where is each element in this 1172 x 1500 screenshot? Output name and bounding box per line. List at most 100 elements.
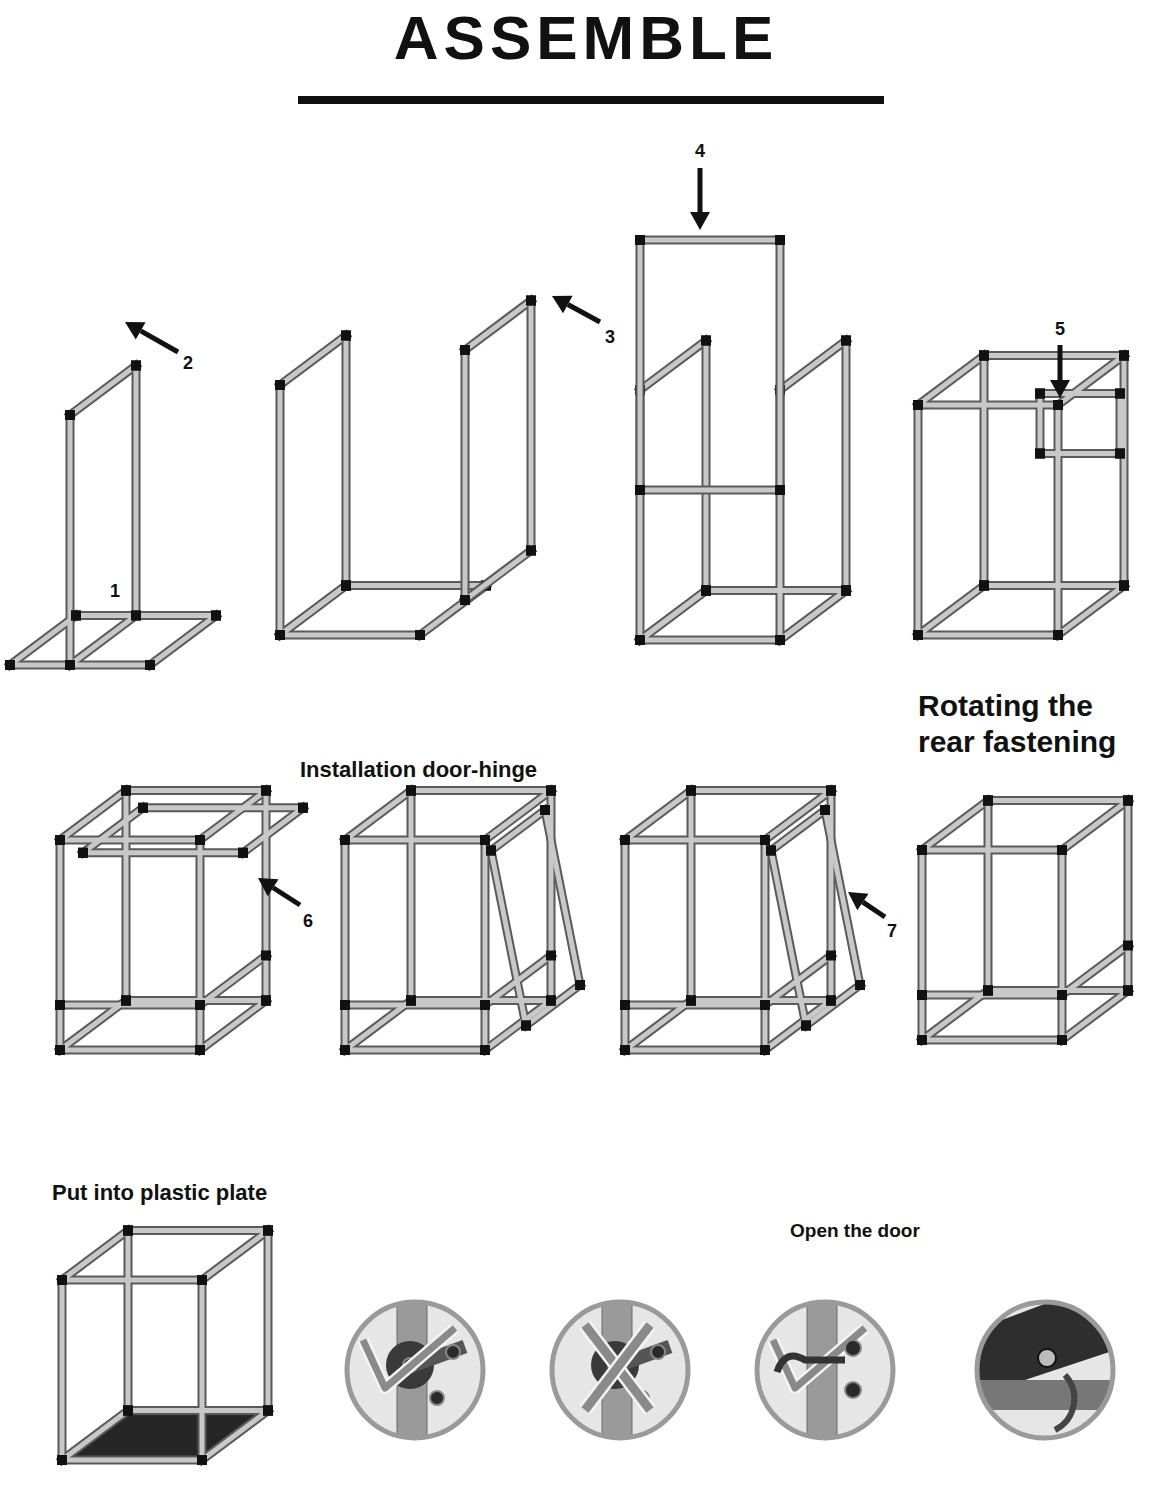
corner-joint [65,410,75,420]
bar-outline [58,1280,67,1460]
corner-joint [917,1035,927,1045]
aluminium-bar [526,985,580,1026]
corner-joint [686,786,696,796]
corner-joint [261,786,271,796]
aluminium-bar [83,850,243,855]
corner-joint [913,400,923,410]
corner-joint [341,331,351,341]
aluminium-bar [918,633,1058,638]
bar-outline [625,1046,765,1055]
corner-joint [197,1455,207,1465]
corner-joint [57,1455,67,1465]
corner-joint [917,845,927,855]
aluminium-bar [62,1458,202,1463]
corner-joint [298,803,308,813]
corner-joint [131,611,141,621]
frame-part [340,786,585,1056]
frame-part [55,786,308,1056]
frame-part [620,786,865,1056]
corner-joint [760,1000,770,1010]
corner-joint [1035,389,1045,399]
detail-ring [977,1302,1113,1438]
corner-joint [5,660,15,670]
detail-ring [347,1302,483,1438]
corner-joint [701,586,711,596]
arrow-shaft [273,888,300,905]
aluminium-bar [982,356,987,586]
corner-joint [686,786,696,796]
corner-joint [57,1455,67,1465]
corner-joint [1119,351,1129,361]
corner-joint [65,660,75,670]
aluminium-bar [60,1280,65,1460]
arrow-shaft [863,902,885,917]
bar-outline [984,801,993,991]
arrow-head [1050,380,1070,398]
corner-joint [521,1021,531,1031]
frame-part [460,296,536,606]
corner-joint [275,630,285,640]
corner-joint [406,786,416,796]
corner-joint [261,996,271,1006]
corner-joint [78,848,88,858]
aluminium-bar [202,1411,268,1461]
bar-outline [345,791,411,841]
bar-outline [276,385,285,635]
bar-outline [264,1231,273,1411]
frame-part [5,361,221,671]
corner-joint [546,786,556,796]
corner-joint [760,1000,770,1010]
bar-outline [984,351,1124,360]
bar-outline [621,840,630,1050]
aluminium-bar [1056,405,1061,635]
aluminium-bar [640,638,780,643]
aluminium-bar [10,616,76,666]
aluminium-bar [1062,946,1128,996]
corner-joint [760,1045,770,1055]
corner-joint [1123,796,1133,806]
corner-joint [263,1406,273,1416]
bar-outline [243,808,303,853]
corner-joint [197,1455,207,1465]
corner-joint [57,1455,67,1465]
bar-outline [62,1456,202,1465]
corner-joint [760,835,770,845]
bar-outline [341,840,350,1050]
corner-joint [841,586,851,596]
corner-joint [1123,986,1133,996]
corner-joint [275,630,285,640]
aluminium-bar [280,586,346,636]
corner-joint [1123,986,1133,996]
aluminium-bar [922,1038,1062,1043]
corner-joint [121,786,131,796]
corner-joint [546,996,556,1006]
corner-joint [121,786,131,796]
corner-joint [261,786,271,796]
bolt [446,1345,460,1359]
corner-joint [841,586,851,596]
bar-outline [66,415,75,665]
bar-outline [280,586,346,636]
bar-outline [62,1231,128,1281]
bar-outline [1062,991,1128,1041]
bolt [845,1382,861,1398]
corner-joint [620,1045,630,1055]
corner-joint [855,980,865,990]
corner-joint [775,235,785,245]
bar-outline [1054,405,1063,635]
check-mark [773,1328,865,1388]
corner-joint [406,786,416,796]
bar-outline [702,341,711,591]
corner-joint [341,581,351,591]
corner-joint [979,581,989,591]
corner-joint [71,611,81,621]
corner-joint [526,546,536,556]
aluminium-bar [1060,850,1065,1040]
step-heading: Open the door [790,1220,990,1243]
corner-joint [775,635,785,645]
corner-joint [123,1406,133,1416]
detail-view [975,1300,1115,1440]
detail-ring [757,1302,893,1438]
bar-outline [1058,586,1124,636]
aluminium-bar [1038,394,1043,454]
